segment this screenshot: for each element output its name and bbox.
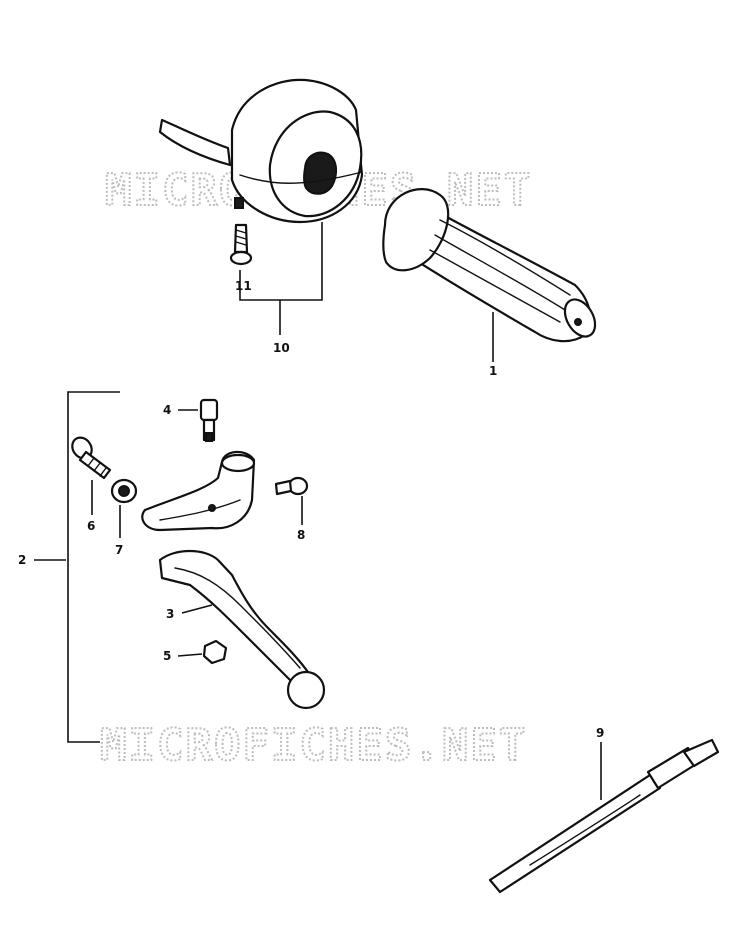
- callout-8: 8: [297, 528, 305, 542]
- lever-holder-edge: [159, 499, 241, 521]
- cable-tie-teeth: [529, 794, 641, 866]
- callout-9: 9: [596, 726, 604, 740]
- lever-bolt-shank: [78, 450, 112, 480]
- switch-seam: [239, 171, 363, 184]
- switch-housing: [158, 78, 364, 224]
- callout-1: 1: [489, 364, 497, 378]
- callout-5: 5: [163, 649, 171, 663]
- lever-bolt-thread: [87, 457, 107, 477]
- switch-bore-hole: [303, 151, 338, 195]
- pivot-bolt-head: [199, 398, 219, 422]
- handle-grip: [382, 188, 597, 343]
- lever-bolt: [71, 436, 112, 480]
- lever-nut: [110, 478, 138, 504]
- lever-ball-end: [286, 670, 326, 710]
- lever-ridge: [174, 567, 301, 669]
- callout-2: 2: [18, 553, 26, 567]
- leader-5: [177, 653, 203, 657]
- lever-arm: [158, 550, 312, 692]
- switch-tab: [234, 197, 244, 209]
- clutch-lever: [158, 550, 326, 710]
- callout-6: 6: [87, 519, 95, 533]
- screw-head: [229, 250, 253, 266]
- grip-ribs: [429, 219, 571, 323]
- assembly-bracket: [67, 391, 120, 743]
- watermark-bottom: MICROFICHES.NET: [100, 720, 527, 771]
- callout-3: 3: [166, 607, 174, 621]
- cable-tie-strap: [488, 773, 662, 894]
- switch-wire: [158, 118, 232, 167]
- grip-flange: [382, 188, 450, 272]
- pivot-bolt-tip: [205, 432, 213, 442]
- leader-3: [181, 604, 213, 614]
- lever-nut-hole: [118, 485, 130, 497]
- bracket-screw-shank: [274, 479, 293, 496]
- callout-10: 10: [273, 341, 290, 355]
- lever-pivot-nut-hex: [202, 639, 228, 665]
- callout-7: 7: [115, 543, 123, 557]
- switch-screw: [229, 223, 253, 266]
- grip-end-hole: [574, 318, 582, 326]
- callout-4: 4: [163, 403, 171, 417]
- pivot-bolt: [199, 398, 219, 442]
- lever-holder-pin: [208, 504, 216, 512]
- callout-11: 11: [235, 279, 252, 293]
- grip-end-cap: [563, 298, 597, 338]
- cable-tie-tab: [682, 738, 720, 768]
- leader-11-10: [239, 222, 323, 301]
- cable-tie: [488, 738, 720, 894]
- lever-holder: [141, 450, 256, 532]
- lever-holder-clamp-top: [220, 453, 256, 473]
- bracket-screw: [274, 476, 309, 496]
- screw-thread: [235, 229, 247, 246]
- lever-pivot-nut: [202, 639, 228, 665]
